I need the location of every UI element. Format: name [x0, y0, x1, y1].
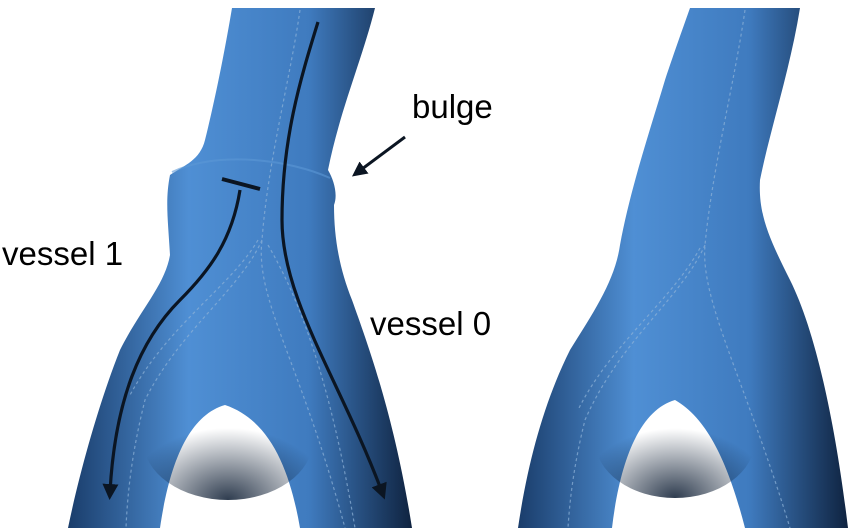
- vessel-1-start-bar: [221, 177, 261, 191]
- vessel-smoothed-panel: [518, 8, 848, 528]
- saddle-shadow-right: [595, 382, 755, 498]
- vessel-with-bulge-panel: [68, 8, 412, 528]
- vessel-0-path-arrow: [280, 21, 387, 500]
- saddle-shadow-left: [143, 380, 313, 500]
- vessel-body-left: [68, 8, 412, 528]
- bulge-ridge: [171, 158, 331, 179]
- vessel-1-label: vessel 1: [2, 235, 124, 272]
- bulge-label: bulge: [412, 88, 493, 125]
- centerlines-right: [567, 9, 791, 528]
- vessel-0-label: vessel 0: [370, 305, 492, 342]
- vessel-1-path-arrow: [102, 189, 242, 500]
- centerlines-left: [125, 9, 356, 528]
- vessel-body-right: [518, 8, 848, 528]
- bulge-pointer-arrow: [351, 135, 406, 177]
